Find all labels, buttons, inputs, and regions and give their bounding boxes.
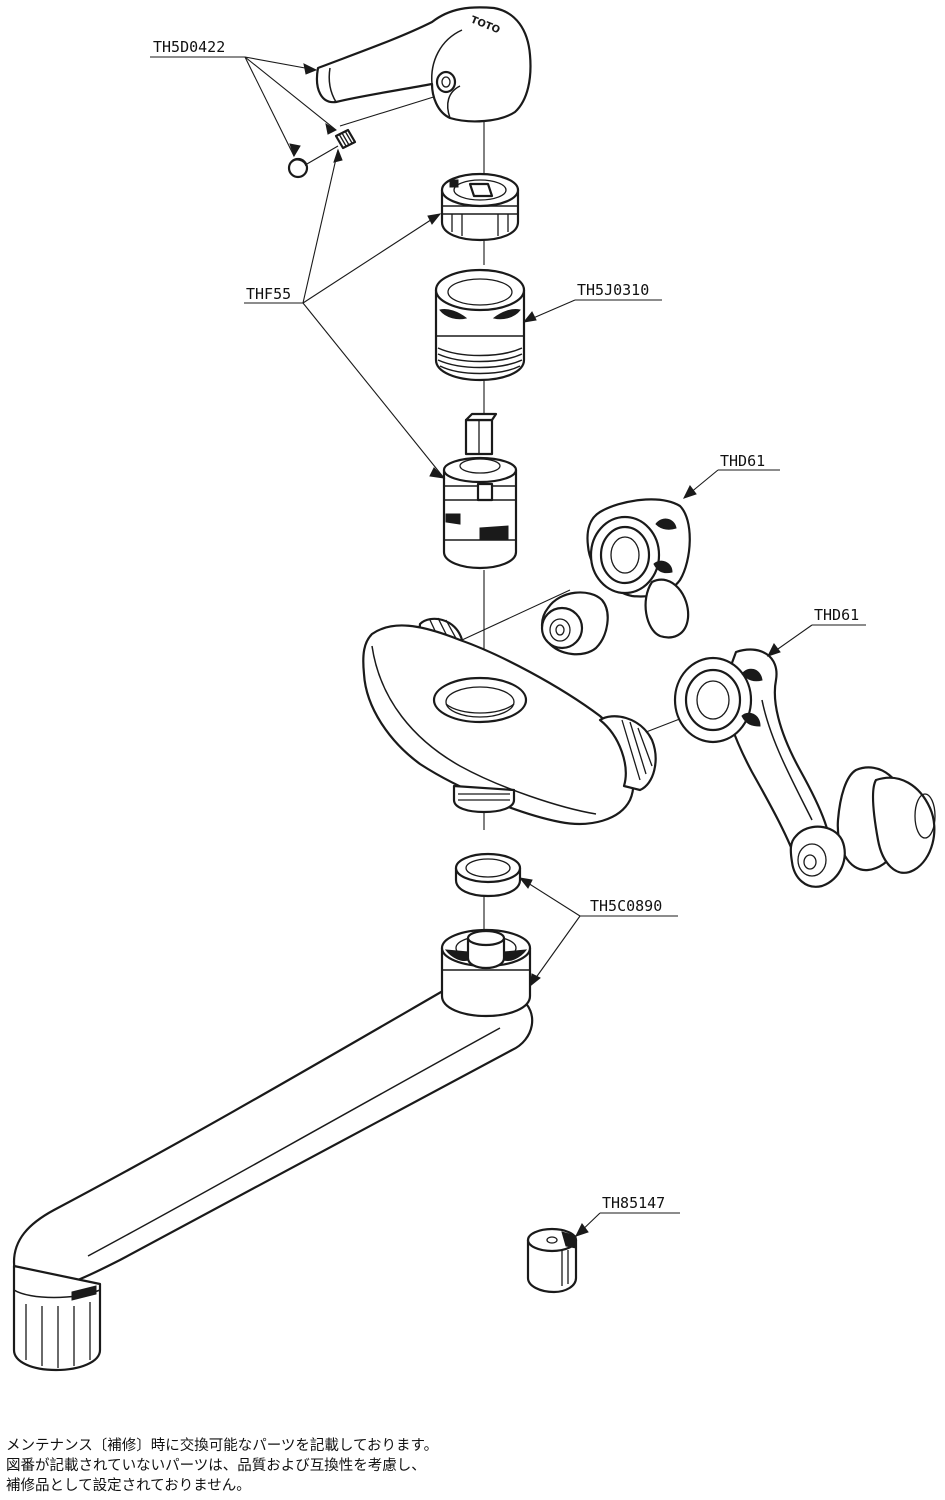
packing-ring <box>454 852 522 898</box>
label-packing: TH5C0890 <box>590 897 662 915</box>
small-part <box>526 1227 578 1294</box>
elbow-upper <box>540 498 691 656</box>
set-screw <box>334 128 357 150</box>
cap-nut <box>434 268 526 382</box>
label-cap-nut: TH5J0310 <box>577 281 649 299</box>
label-cartridge-group: THF55 <box>246 285 291 303</box>
maintenance-note: メンテナンス〔補修〕時に交換可能なパーツを記載しております。 図番が記載されてい… <box>6 1436 936 1496</box>
cartridge-top-ring <box>440 172 520 242</box>
cartridge <box>442 412 518 570</box>
label-small-part: TH85147 <box>602 1194 665 1212</box>
label-elbow-upper: THD61 <box>720 452 765 470</box>
note-line-1: メンテナンス〔補修〕時に交換可能なパーツを記載しております。 <box>6 1438 439 1454</box>
lever-handle: TOTO <box>315 6 532 123</box>
elbow-lower <box>673 648 936 888</box>
note-line-3: 補修品として設定されておりません。 <box>6 1478 251 1494</box>
cap-plug <box>287 157 309 179</box>
label-handle-set: TH5D0422 <box>153 38 225 56</box>
spout <box>12 928 534 1372</box>
note-line-2: 図番が記載されていないパーツは、品質および互換性を考慮し、 <box>6 1458 426 1474</box>
arrow-heads <box>289 63 781 1237</box>
label-elbow-lower: THD61 <box>814 606 859 624</box>
faucet-body <box>362 617 657 826</box>
